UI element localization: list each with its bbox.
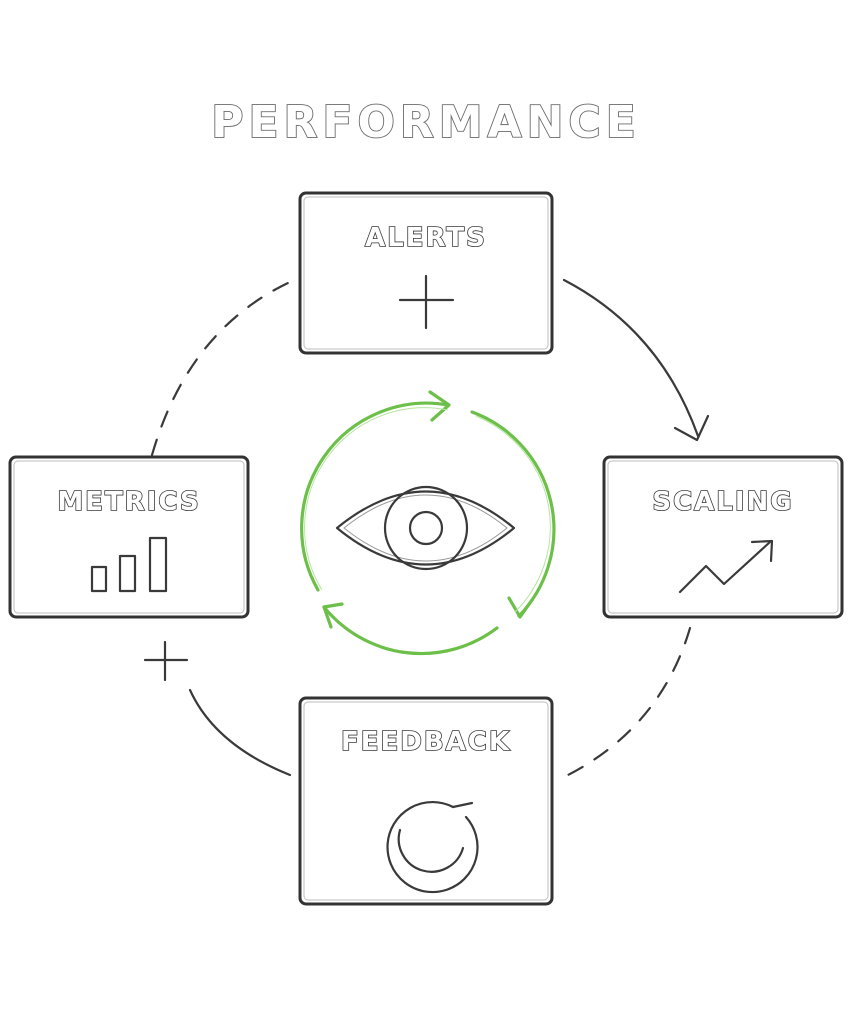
node-metrics-label: METRICS	[57, 487, 200, 517]
node-alerts-label: ALERTS	[365, 223, 487, 253]
node-alerts: ALERTS	[298, 191, 554, 355]
connector-metrics-to-alerts	[150, 280, 292, 457]
cycle-arrows-icon	[300, 390, 556, 656]
plus-icon	[398, 274, 455, 330]
arrowhead-to-scaling	[673, 414, 710, 442]
plus-mark-icon	[143, 640, 189, 682]
bar-chart-icon	[90, 536, 168, 593]
diagram-title: PERFORMANCE	[211, 97, 641, 148]
node-feedback: FEEDBACK	[298, 696, 554, 906]
node-feedback-label: FEEDBACK	[341, 727, 511, 757]
refresh-loop-icon	[386, 800, 479, 894]
connector-alerts-to-scaling	[562, 278, 700, 438]
trend-up-arrow-icon	[678, 539, 774, 594]
node-scaling: SCALING	[602, 455, 844, 619]
connectors	[150, 278, 710, 780]
node-scaling-label: SCALING	[652, 487, 793, 517]
connector-scaling-to-feedback	[560, 626, 692, 780]
node-metrics: METRICS	[8, 455, 250, 619]
connector-feedback-to-metrics	[188, 688, 292, 777]
eye-icon	[335, 485, 516, 571]
